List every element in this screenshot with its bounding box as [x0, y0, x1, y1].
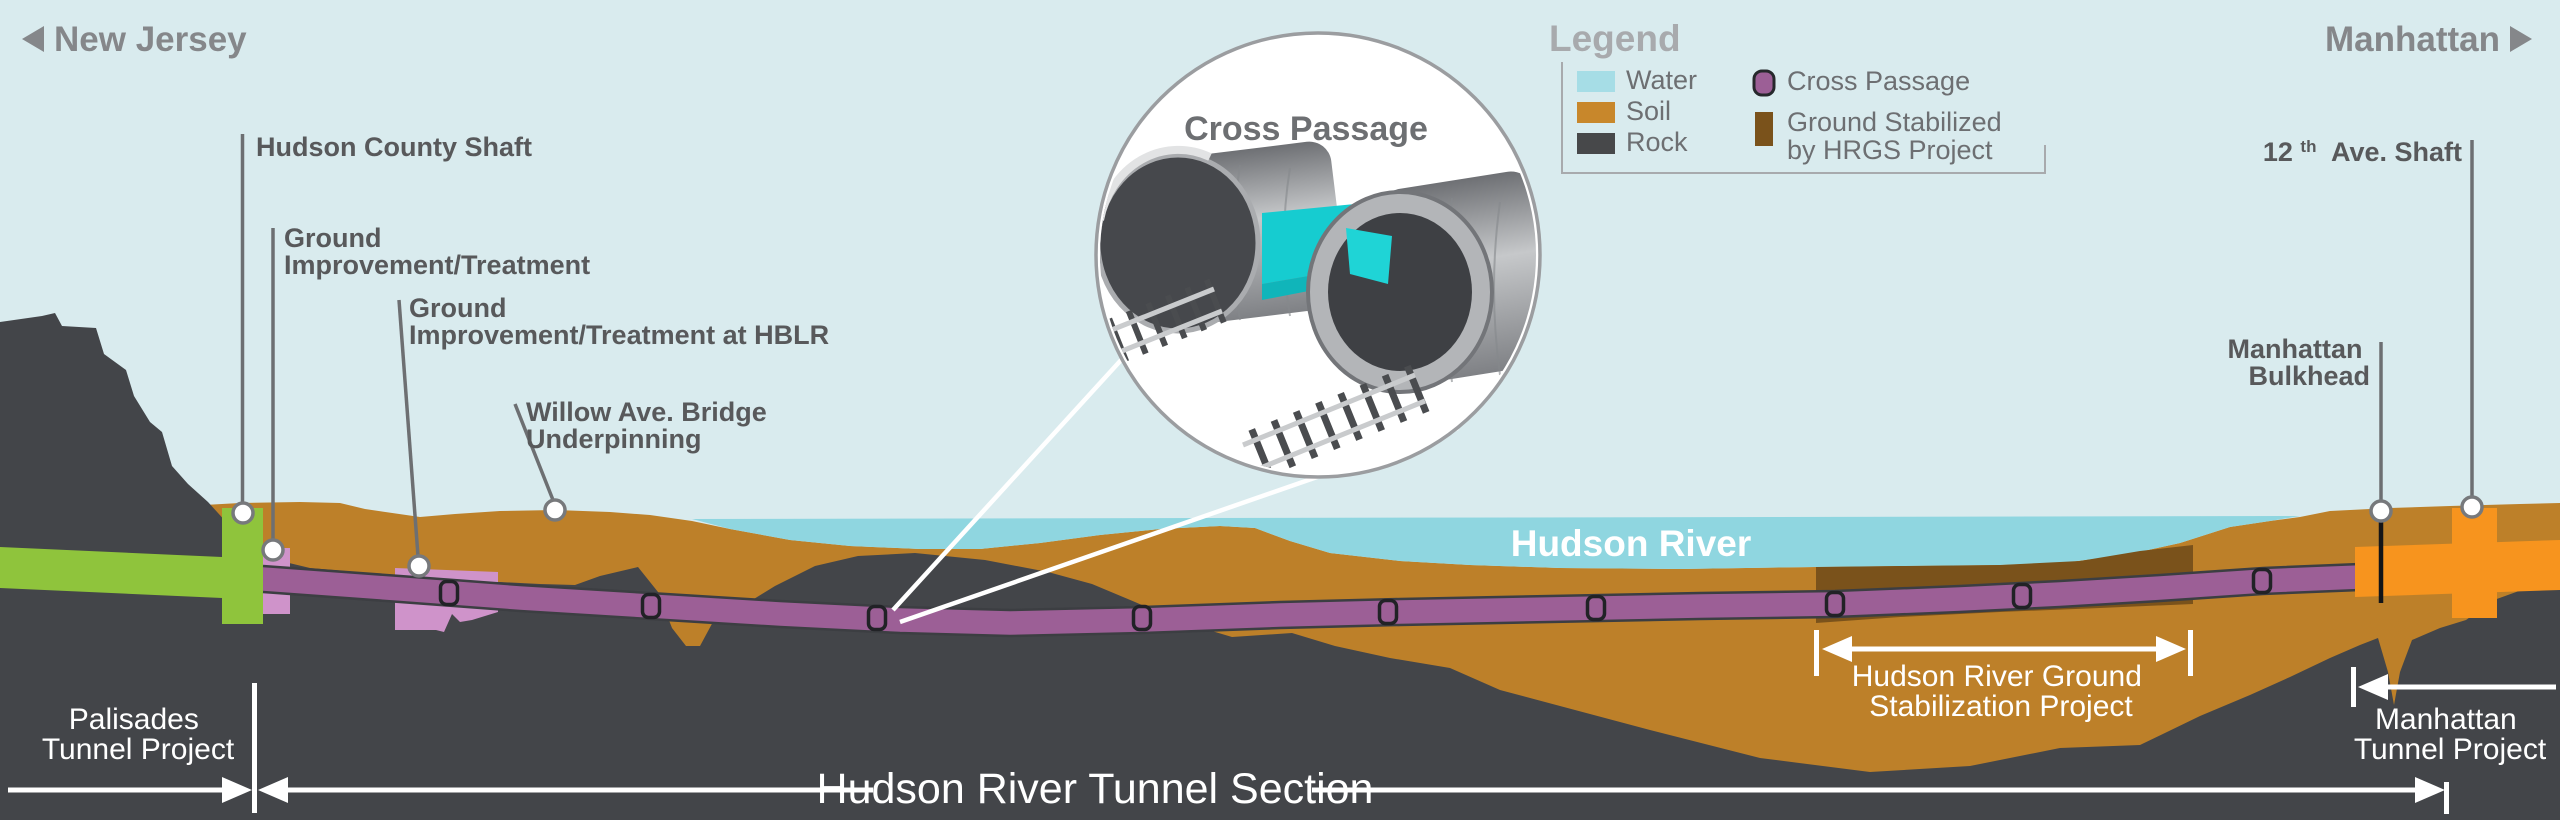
cross-passage-marker — [2011, 582, 2033, 610]
hrts-right-arrowhead-icon — [2415, 777, 2445, 803]
hrgs-bar-right — [2188, 630, 2193, 676]
callout-dot — [407, 554, 431, 578]
cross-passage-marker — [866, 604, 888, 632]
manhattan-orange-structures — [2355, 508, 2560, 618]
boundary-bar-manhattan-hrts — [2444, 782, 2449, 814]
cross-passage-marker — [1585, 594, 1607, 622]
right-arrow-icon — [2510, 26, 2532, 52]
cross-passage-marker — [1824, 590, 1846, 618]
manhattan-arrowhead-icon — [2358, 674, 2388, 700]
legend-label-water: Water — [1626, 65, 1697, 95]
legend-title: Legend — [1549, 18, 1681, 59]
label-manhattan-tunnel-project: Manhattan Tunnel Project — [2354, 703, 2547, 766]
hrgs-right-arrowhead-icon — [2156, 636, 2186, 662]
right-tunnel-segment-line — [1493, 201, 1501, 376]
cross-passage-marker — [1131, 604, 1153, 632]
legend: Legend Water Soil Rock Cross Passage Gro… — [1549, 18, 2046, 174]
direction-new-jersey: New Jersey — [22, 20, 247, 59]
legend-swatch-cross-passage — [1752, 69, 1776, 97]
legend-label-soil: Soil — [1626, 96, 1671, 126]
callout-dot — [2369, 499, 2393, 523]
cross-passage-marker — [640, 592, 662, 620]
bedrock — [0, 313, 2560, 820]
hrts-left-arrowhead-icon — [258, 777, 288, 803]
legend-swatch-rock — [1577, 133, 1615, 154]
hudson-county-shaft-green — [222, 508, 263, 624]
legend-border — [1561, 62, 2046, 174]
callout-line — [513, 403, 555, 501]
label-willow-ave-bridge: Willow Ave. Bridge Underpinning — [526, 397, 774, 454]
palisades-tunnel-green — [0, 547, 222, 598]
palisades-green-structures — [0, 508, 263, 624]
measurement-annotations: Hudson River Tunnel Section Palisades Tu… — [8, 630, 2556, 814]
callout-dot — [2460, 495, 2484, 519]
legend-swatch-water — [1577, 71, 1615, 92]
label-twelfth-ave-shaft: 12 th Ave. Shaft — [2263, 128, 2462, 167]
cross-passage-marker — [1377, 598, 1399, 626]
tunnel-alignment — [263, 561, 2452, 636]
legend-label-ground-stabilized: Ground Stabilized by HRGS Project — [1787, 107, 2009, 165]
cross-passage-window — [1346, 228, 1392, 284]
direction-manhattan: Manhattan — [2325, 20, 2532, 59]
inset-title: Cross Passage — [1184, 110, 1428, 148]
hrgs-left-arrowhead-icon — [1822, 636, 1852, 662]
twelfth-ave-shaft-orange — [2452, 508, 2497, 618]
cross-passage-marker — [438, 579, 460, 607]
cross-passage-inset-art — [1100, 141, 1536, 473]
callout-dots — [231, 495, 2484, 578]
callout-dot — [261, 538, 285, 562]
cross-passage-marker — [2251, 567, 2273, 595]
cross-passage-markers — [438, 567, 2273, 632]
river-water — [692, 516, 2300, 569]
direction-label-left: New Jersey — [54, 20, 247, 59]
callout-line — [397, 299, 420, 557]
label-hrgs-project: Hudson River Ground Stabilization Projec… — [1852, 660, 2151, 723]
legend-swatch-ground-stabilized — [1755, 112, 1773, 146]
label-hudson-county-shaft: Hudson County Shaft — [256, 132, 532, 162]
direction-label-right: Manhattan — [2325, 20, 2500, 59]
legend-label-rock: Rock — [1626, 127, 1688, 157]
right-track — [1238, 364, 1430, 473]
left-arrow-icon — [22, 26, 44, 52]
river-label: Hudson River — [1511, 523, 1752, 564]
label-ground-improvement: Ground Improvement/Treatment — [284, 223, 590, 280]
label-manhattan-bulkhead: Manhattan Bulkhead — [2227, 334, 2370, 391]
callout-lines — [240, 134, 2474, 557]
label-palisades-tunnel-project: Palisades Tunnel Project — [42, 703, 235, 766]
hrgs-bar-left — [1814, 630, 1819, 676]
callout-dot — [231, 501, 255, 525]
label-ground-improvement-hblr: Ground Improvement/Treatment at HBLR — [409, 293, 829, 350]
boundary-bar-palisades — [252, 683, 257, 813]
callout-dot — [543, 498, 567, 522]
legend-label-cross-passage: Cross Passage — [1787, 66, 1970, 96]
boundary-bar-manhattan — [2351, 667, 2356, 707]
legend-swatch-soil — [1577, 102, 1615, 123]
inset-pointer-line — [891, 357, 1124, 612]
label-hudson-river-tunnel-section: Hudson River Tunnel Section — [817, 765, 1374, 813]
palisades-arrowhead-icon — [222, 777, 252, 803]
